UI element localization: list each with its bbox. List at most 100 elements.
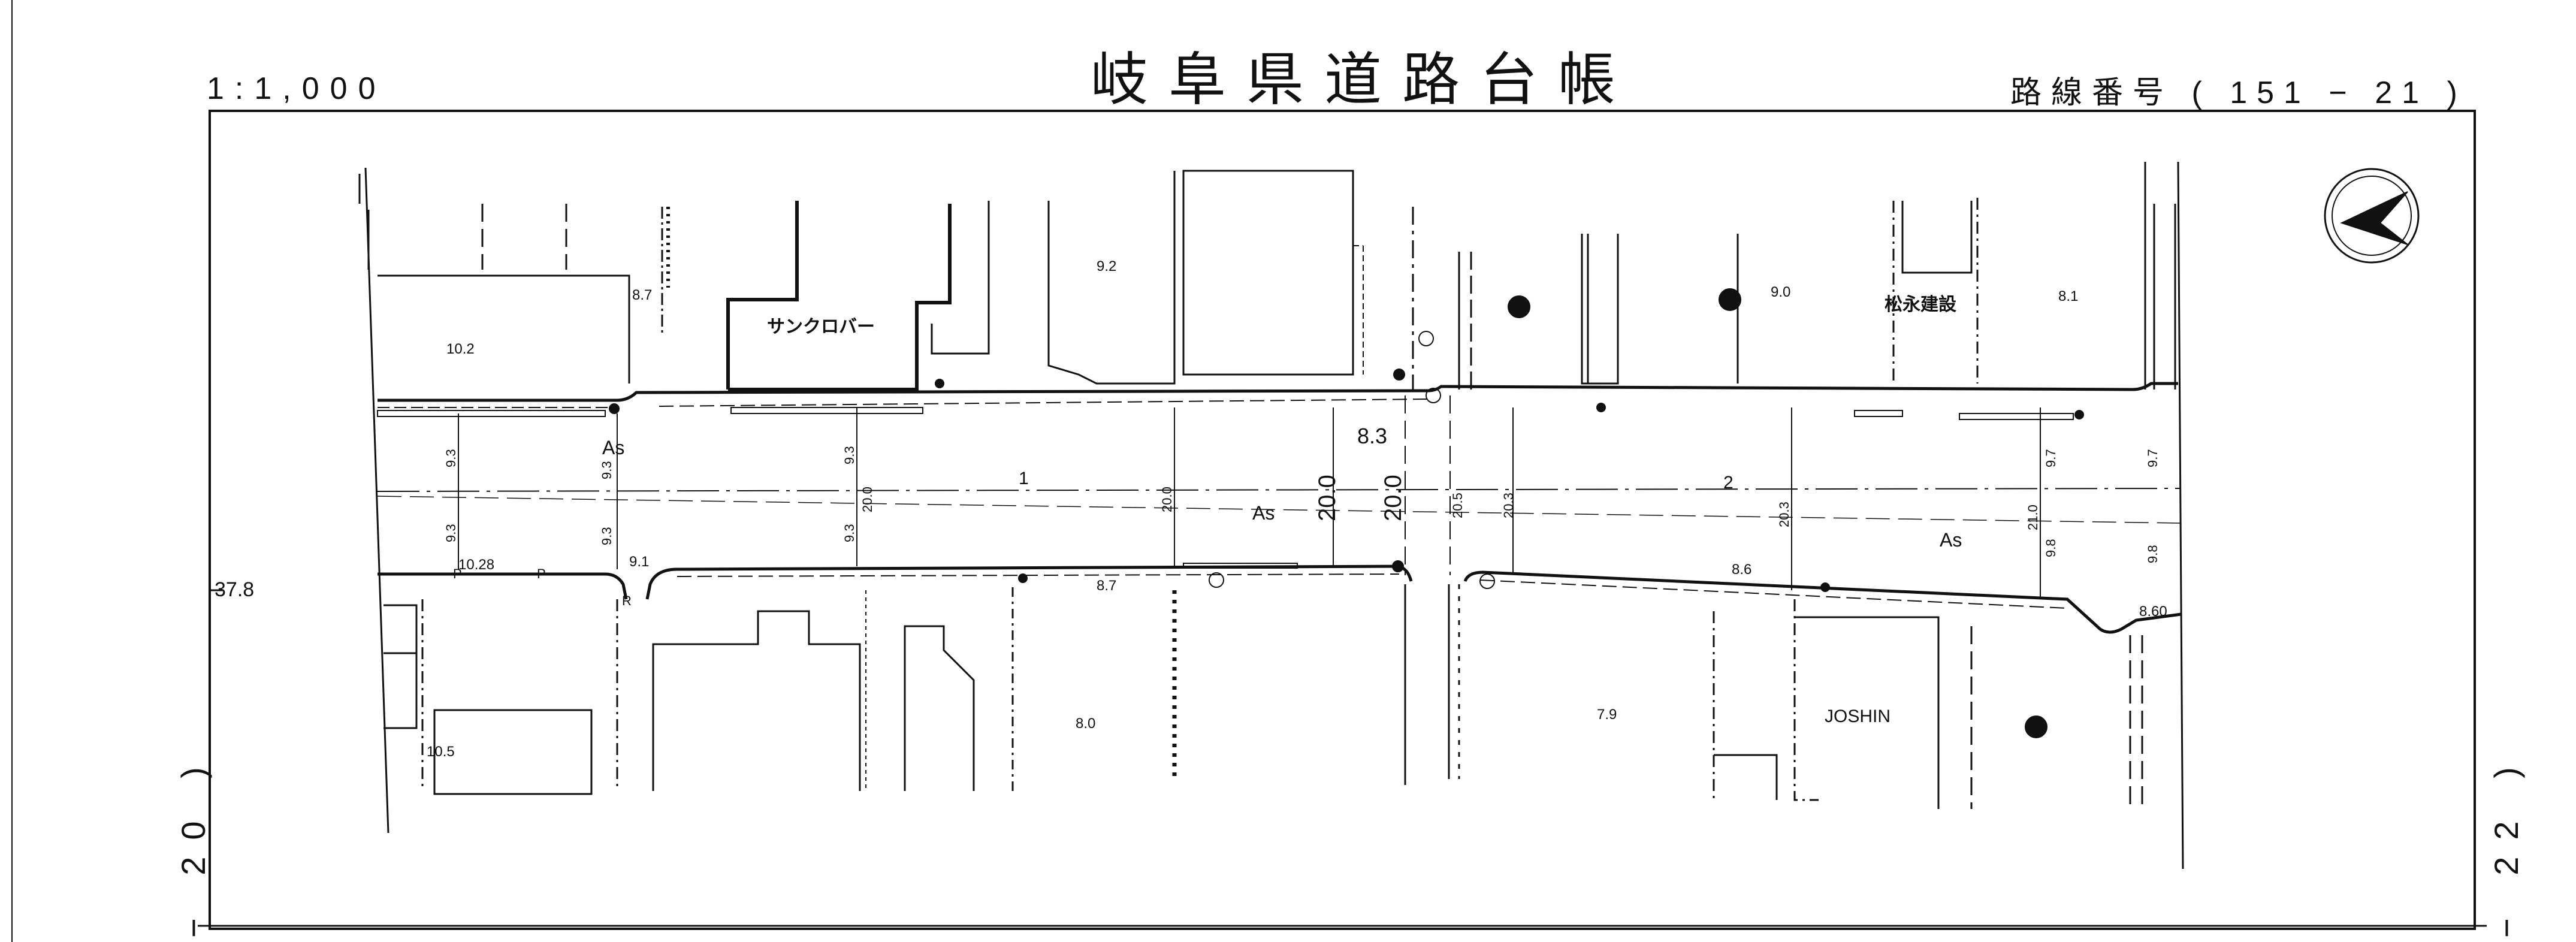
building-outline [1047,171,1176,385]
lot-line [1713,599,1819,801]
utility-pole-marker [1820,582,1830,592]
route-number: 路線番号 ( 151 − 21 ) [2010,76,2467,110]
width-value: 9.3 [842,446,857,464]
route-start-boundary [364,167,389,834]
surface-label-asphalt: As [1940,529,1962,551]
lot-line [481,204,567,270]
elevation-value: 8.0 [1076,715,1095,732]
building-outline [728,204,952,391]
width-value: 9.8 [2145,545,2160,563]
guard-rail-segment [1183,563,1298,569]
width-value: 20.0 [860,487,875,512]
utility-pole-marker [2074,410,2084,419]
station-number: 2 [1723,473,1734,493]
building-outline [383,604,418,729]
parking-label: 駐 [2030,720,2043,735]
sidewalk-line [659,398,1430,407]
width-value: 9.8 [2043,539,2058,557]
elevation-value: 8.7 [632,287,652,303]
elevation-value: 8.6 [1732,561,1751,578]
elevation-value: 10.28 [458,557,494,573]
utility-pole-marker [1596,403,1606,412]
survey-marker [1418,331,1434,346]
elevation-value: 9.0 [1771,284,1790,300]
hydrant-label: P [537,566,546,581]
road-width-center: 20.0 [1314,475,1340,521]
building-outline [904,625,975,791]
width-value: 20.3 [1777,502,1792,527]
building-label-joshin: JOSHIN [1825,707,1891,726]
building-outline [433,709,593,795]
hydrant-label: P [453,566,462,581]
building-outline [652,610,861,791]
left-edge-marker: 37.8 [215,578,254,601]
building-outline [1182,170,1354,376]
elevation-value: 9.1 [629,554,649,570]
utility-pole-marker [609,403,620,414]
road-edge-south-w [378,572,628,600]
survey-marker [1209,572,1224,588]
building-outline [1714,754,1778,800]
parking-symbol [1719,288,1741,311]
building-outline [1901,201,1973,274]
bridge-elevation: 8.3 [1357,424,1387,448]
elevation-value: 10.2 [446,341,475,357]
map-scale: 1:1,000 [207,71,386,106]
parking-label: 駐 [1512,300,1526,315]
building-label-matsunaga: 松永建設 [1885,294,1956,315]
parking-label: 駐 [1723,292,1737,307]
road-edge-north [378,382,2178,402]
guard-rail-segment [1959,413,2074,420]
width-value: 9.3 [599,527,614,545]
secondary-line [377,496,2182,524]
road-edge-south-mid [645,564,1413,600]
guard-rail-segment [730,407,923,414]
utility-pole-marker [935,379,944,388]
elevation-value: 8.1 [2058,288,2078,304]
width-value: 9.7 [2043,449,2058,467]
road-width-center: 20.0 [1380,475,1406,521]
elevation-value: 8.60 [2139,603,2167,620]
building-label-sunclover: サンクロバー [767,317,875,337]
building-outline [726,201,799,390]
lot-line [1581,234,1619,385]
guard-rail-segment [377,410,606,417]
surface-label-asphalt: As [602,437,624,458]
elevation-value: 7.9 [1597,707,1617,723]
utility-pole-marker [1018,573,1028,583]
width-value: 20.5 [1450,493,1465,518]
north-arrow-icon [2340,191,2408,245]
north-arrow-ring [2324,168,2420,264]
station-number: 1 [1019,469,1029,488]
parking-symbol [1508,295,1530,318]
sidewalk-line [677,573,1400,577]
utility-pole-marker [1392,560,1404,572]
elevation-value: 9.2 [1097,258,1116,274]
lot-line [358,174,630,384]
survey-marker [1426,388,1441,403]
width-value: 9.3 [443,524,458,542]
building-outline [931,201,990,355]
building-outline [1795,616,1940,809]
north-arrow-ring [2332,176,2412,256]
width-value: 9.3 [842,524,857,542]
width-value: 9.3 [443,449,458,467]
surface-label-asphalt: As [1252,502,1275,524]
lot-line [1970,626,2143,809]
route-end-boundary [2177,161,2184,869]
guard-rail-label: R [622,593,632,608]
width-value: 20.0 [1159,487,1174,512]
map-frame [209,110,2476,930]
width-value: 21.0 [2025,505,2040,530]
road-edge-south-e [1463,570,2182,634]
survey-marker [1479,573,1495,589]
width-value: 9.3 [599,461,614,479]
utility-pole-marker [1393,369,1405,381]
width-value: 9.7 [2145,449,2160,467]
parking-symbol [2025,715,2047,738]
guard-rail-segment [1854,410,1903,417]
sidewalk-line [1479,579,2068,609]
sheet-title: 岐阜県道路台帳 [1091,48,1636,112]
road-center-line [377,488,2182,492]
